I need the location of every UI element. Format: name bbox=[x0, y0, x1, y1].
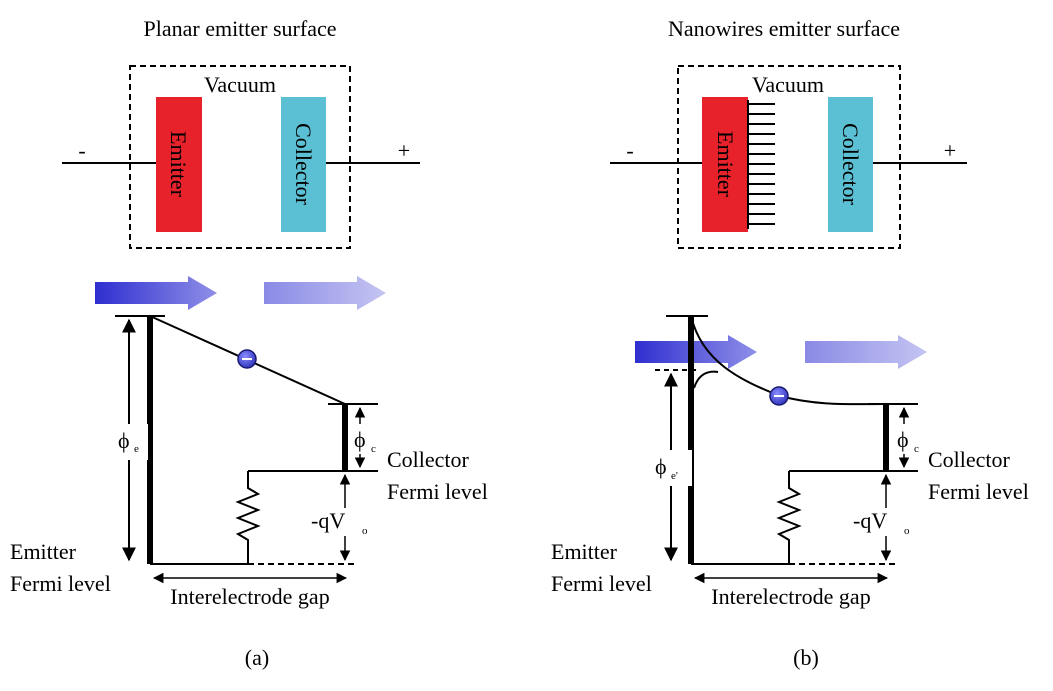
emission-arrow-light bbox=[805, 335, 927, 369]
plus-sign: + bbox=[398, 138, 410, 163]
collector-plate bbox=[281, 97, 326, 232]
panel-b-title: Nanowires emitter surface bbox=[668, 16, 900, 41]
gap-label: Interelectrode gap bbox=[711, 584, 870, 609]
panel-a-caption: (a) bbox=[245, 645, 269, 670]
phi-c-label: ϕ bbox=[897, 427, 909, 452]
emitter-fermi-label-line2: Fermi level bbox=[551, 571, 652, 596]
minus-sign: - bbox=[78, 138, 85, 163]
emitter-fermi-label-line1: Emitter bbox=[551, 539, 618, 564]
nanowires bbox=[747, 100, 775, 229]
minus-sign: - bbox=[626, 138, 633, 163]
collector-fermi-label-line2: Fermi level bbox=[387, 479, 488, 504]
collector-fermi-label-line1: Collector bbox=[387, 447, 470, 472]
emission-arrow-strong bbox=[635, 335, 757, 369]
emitter-bar bbox=[147, 316, 153, 564]
phi-e-label-bg bbox=[112, 424, 148, 460]
load-resistor bbox=[235, 471, 261, 564]
vacuum-label: Vacuum bbox=[752, 72, 824, 97]
phi-c-subscript: c bbox=[371, 443, 376, 455]
qv-label: -qV bbox=[311, 508, 345, 533]
vacuum-label: Vacuum bbox=[204, 72, 276, 97]
gap-label: Interelectrode gap bbox=[170, 584, 329, 609]
qv-label: -qV bbox=[853, 508, 887, 533]
emitter-label: Emitter bbox=[166, 131, 191, 198]
emitter-bar bbox=[688, 316, 694, 564]
collector-bar bbox=[342, 404, 348, 471]
panel-b: Nanowires emitter surface Vacuum - + Emi… bbox=[551, 16, 1029, 670]
phi-e-prime-label: ϕ bbox=[655, 454, 667, 479]
panel-b-caption: (b) bbox=[793, 645, 819, 670]
emitter-label: Emitter bbox=[713, 131, 738, 198]
emission-arrow-light bbox=[264, 276, 386, 310]
collector-plate bbox=[828, 97, 873, 232]
vacuum-box bbox=[677, 65, 901, 249]
phi-e-prime-label-bg bbox=[652, 450, 692, 486]
collector-fermi-label-line1: Collector bbox=[928, 447, 1011, 472]
emitter-fermi-label-line1: Emitter bbox=[10, 539, 77, 564]
phi-e-subscript: e bbox=[134, 443, 139, 455]
collector-fermi-label-line2: Fermi level bbox=[928, 479, 1029, 504]
load-resistor bbox=[776, 471, 802, 564]
panel-a-title: Planar emitter surface bbox=[143, 16, 336, 41]
phi-c-label-bg bbox=[893, 424, 927, 454]
plus-sign: + bbox=[944, 138, 956, 163]
qv-subscript: o bbox=[904, 525, 910, 537]
qv-subscript: o bbox=[362, 525, 368, 537]
phi-c-label-bg bbox=[350, 424, 384, 454]
collector-label: Collector bbox=[838, 123, 863, 206]
collector-label: Collector bbox=[291, 123, 316, 206]
emitter-plate bbox=[156, 97, 202, 232]
phi-c-subscript: c bbox=[914, 443, 919, 455]
emitter-plate bbox=[702, 97, 748, 232]
qv-label-bg bbox=[310, 508, 382, 536]
emission-arrow-strong bbox=[95, 276, 217, 310]
emitter-fermi-label-line2: Fermi level bbox=[10, 571, 111, 596]
qv-label-bg bbox=[852, 508, 924, 536]
collector-bar bbox=[883, 404, 889, 471]
panel-a: Planar emitter surface Vacuum - + Emitte… bbox=[10, 16, 488, 670]
phi-c-label: ϕ bbox=[354, 427, 366, 452]
phi-e-prime-subscript: e' bbox=[671, 470, 678, 482]
phi-e-label: ϕ bbox=[118, 428, 130, 453]
vacuum-box bbox=[129, 65, 351, 249]
barrier-curve-lower bbox=[693, 370, 719, 389]
